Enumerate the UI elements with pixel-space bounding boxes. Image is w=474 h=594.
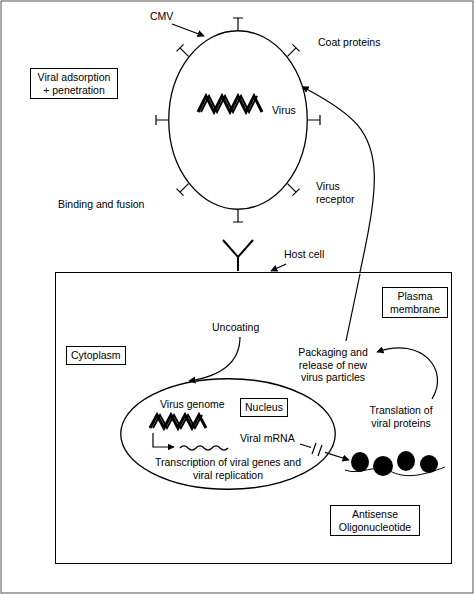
genome-dna (153, 415, 202, 428)
node-text: Plasma membrane (387, 290, 443, 315)
leader-arrow (172, 24, 204, 36)
coat-protein-spike (308, 115, 320, 125)
connector-arrow (302, 87, 374, 272)
node-text: Virus genome (160, 398, 225, 411)
ribosome (397, 451, 415, 471)
receptor-symbol (223, 240, 253, 271)
ellipse-outline (169, 31, 308, 210)
coat-protein-spike (156, 115, 168, 125)
annotation-label: Virus receptor (316, 180, 366, 205)
label-box: Antisense Oligonucleotide (330, 505, 420, 536)
ellipse-outline (121, 379, 336, 490)
mrna-arrow (300, 444, 311, 448)
node-text: Virus (272, 104, 296, 117)
annotation-label: Translation of viral proteins (362, 404, 440, 429)
virus-dna (201, 96, 257, 112)
coat-protein-spike (233, 210, 243, 222)
genome-dna (150, 415, 206, 428)
coat-protein-spike (177, 44, 189, 56)
coat-protein-spike (233, 18, 243, 30)
coat-protein-spike (288, 184, 300, 196)
node-text: Transcription of viral genes and viral r… (148, 456, 308, 481)
annotation-label: Uncoating (212, 321, 259, 334)
label-box: Plasma membrane (382, 287, 448, 318)
release-line (346, 274, 360, 341)
node-text: Viral mRNA (240, 432, 295, 445)
label-box: Nucleus (240, 398, 288, 417)
node-text: Antisense Oligonucleotide (335, 508, 415, 533)
uncoating-arrow (189, 337, 240, 381)
ribosome (373, 456, 393, 476)
coat-protein-spike (288, 44, 300, 56)
node-text: Nucleus (245, 401, 283, 414)
annotation-label: CMV (150, 10, 173, 23)
packaging-arrow (377, 348, 438, 399)
coat-protein-spike (177, 184, 189, 196)
leader-arrow (271, 264, 286, 271)
ribosome (420, 455, 438, 473)
virus-ellipse: Virus (168, 30, 308, 210)
label-box: Cytoplasm (66, 346, 126, 365)
annotation-label: Packaging and release of new virus parti… (292, 346, 374, 384)
block-marks (312, 443, 322, 456)
annotation-label: Coat proteins (318, 36, 380, 49)
node-text: Viral adsorption + penetration (35, 71, 113, 96)
node-text: Cytoplasm (71, 349, 121, 362)
annotation-label: Binding and fusion (58, 198, 144, 211)
mrna-wave (180, 446, 228, 450)
nucleus-ellipse: Virus genomeViral mRNA Transcription of v… (120, 378, 336, 490)
outline (168, 30, 308, 210)
node-text: Host cell (284, 248, 324, 261)
transcription-arrow (153, 433, 174, 447)
ribosome (351, 452, 369, 472)
virus-dna (198, 96, 262, 112)
label-box: Viral adsorption + penetration (30, 68, 118, 99)
